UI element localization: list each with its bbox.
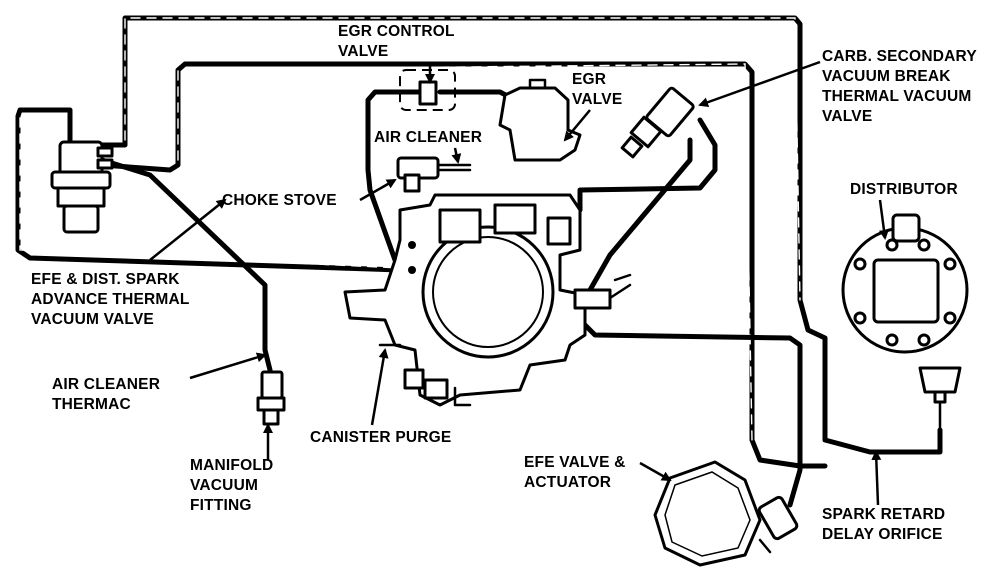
efe-valve-actuator	[653, 460, 799, 567]
label-canister-purge: CANISTER PURGE	[310, 429, 452, 446]
label-efe-dist-spark-valve: EFE & DIST. SPARK ADVANCE THERMAL VACUUM…	[31, 271, 190, 328]
label-air-cleaner: AIR CLEANER	[374, 129, 483, 146]
hose-egr-control	[365, 89, 423, 263]
label-choke-stove: CHOKE STOVE	[222, 192, 337, 209]
thermac	[256, 370, 286, 426]
label-egr-valve: EGR VALVE	[572, 71, 623, 108]
carburetor	[343, 193, 632, 407]
label-distributor: DISTRIBUTOR	[850, 181, 958, 198]
label-spark-retard-delay-orifice: SPARK RETARD DELAY ORIFICE	[822, 506, 946, 543]
air-cleaner-sensor	[396, 156, 472, 193]
label-air-cleaner-thermac: AIR CLEANER THERMAC	[52, 376, 161, 413]
efe-dist-spark-valve	[50, 140, 114, 234]
label-manifold-vacuum-fitting: MANIFOLD VACUUM FITTING	[190, 457, 274, 514]
hose-carb-right	[577, 317, 803, 508]
hose-left-loop	[15, 107, 423, 275]
distributor	[841, 213, 969, 404]
egr-valve	[498, 78, 582, 162]
hose-tvv-down	[587, 137, 693, 293]
carb-tvv	[620, 86, 695, 159]
pointers	[149, 60, 889, 506]
label-efe-valve-actuator: EFE VALVE & ACTUATOR	[524, 454, 626, 491]
label-carb-secondary-tvv: CARB. SECONDARY VACUUM BREAK THERMAL VAC…	[822, 48, 977, 125]
label-egr-control-valve: EGR CONTROL VALVE	[338, 23, 455, 60]
hose-carb-tvv	[577, 117, 718, 213]
